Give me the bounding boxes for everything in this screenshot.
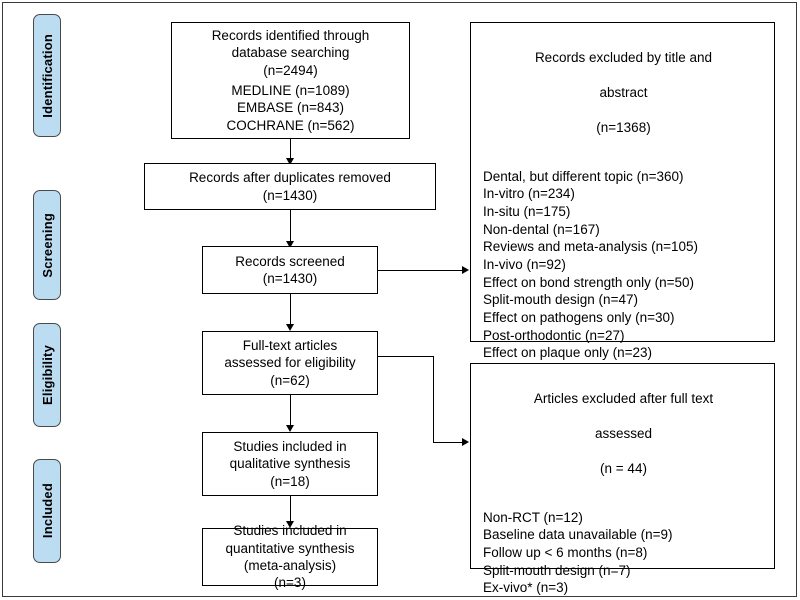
box-excluded-full-text: Articles excluded after full text assess… xyxy=(470,363,775,600)
box-excluded-title-abstract: Records excluded by title and abstract (… xyxy=(470,22,775,431)
excluded-title-abstract-header: Records excluded by title and abstract (… xyxy=(483,31,764,155)
excluded-reason: Non-dental (n=167) xyxy=(483,221,600,237)
node-duplicates-removed: Records after duplicates removed (n=1430… xyxy=(144,163,436,210)
records-screened-title: Records screened xyxy=(235,253,345,269)
arrowhead-fulltext-to-excluded xyxy=(462,438,469,446)
quantitative-count: (n=3) xyxy=(274,575,306,591)
connector-qualitative-to-quantitative xyxy=(290,496,291,524)
node-records-identified: Records identified through database sear… xyxy=(171,22,410,139)
arrowhead-identified-to-duplicates xyxy=(286,158,294,165)
arrowhead-duplicates-to-screened xyxy=(286,241,294,248)
excluded-full-text-header-line1: Articles excluded after full text xyxy=(533,390,714,406)
excluded-reason: Follow up < 6 months (n=8) xyxy=(483,545,648,561)
records-screened-count: (n=1430) xyxy=(262,271,318,286)
records-identified-source-cochrane: COCHRANE (n=562) xyxy=(226,117,355,133)
stage-tab-identification-label: Identification xyxy=(39,33,55,118)
excluded-full-text-reason-list: Non-RCT (n=12) Baseline data unavailable… xyxy=(483,509,764,600)
excluded-reason: In-vivo (n=92) xyxy=(483,257,566,273)
excluded-reason: Post-orthodontic (n=27) xyxy=(483,327,625,343)
excluded-title-abstract-header-line1: Records excluded by title and xyxy=(534,49,713,65)
excluded-reason: Ex-vivo* (n=3) xyxy=(483,580,569,596)
qualitative-count: (n=18) xyxy=(270,473,310,489)
node-records-screened: Records screened (n=1430) xyxy=(202,246,378,294)
excluded-reason: Split-mouth design (n=7) xyxy=(483,562,631,578)
excluded-full-text-header-count: (n = 44) xyxy=(600,461,647,477)
node-quantitative-synthesis: Studies included in quantitative synthes… xyxy=(202,523,378,590)
quantitative-title-line1: Studies included in xyxy=(233,523,347,539)
excluded-reason: Effect on plaque only (n=23) xyxy=(483,345,652,361)
connector-fulltext-to-excluded-seg2 xyxy=(433,356,434,443)
excluded-reason: Non-RCT (n=12) xyxy=(483,509,583,525)
connector-fulltext-to-excluded-seg1 xyxy=(378,356,434,357)
records-identified-count: (n=2494) xyxy=(263,62,318,78)
records-identified-title-line1: Records identified through xyxy=(211,28,370,43)
connector-fulltext-to-qualitative xyxy=(290,395,291,428)
records-identified-source-medline: MEDLINE (n=1089) xyxy=(231,83,350,99)
excluded-full-text-header-line2: assessed xyxy=(594,426,653,442)
arrowhead-qualitative-to-quantitative xyxy=(286,521,294,528)
connector-screened-to-fulltext xyxy=(290,294,291,327)
excluded-reason: Effect on pathogens only (n=30) xyxy=(483,310,675,326)
duplicates-removed-title: Records after duplicates removed xyxy=(189,170,391,186)
excluded-reason: Effect on bond strength only (n=50) xyxy=(483,274,695,290)
excluded-full-text-header: Articles excluded after full text assess… xyxy=(483,372,764,496)
excluded-reason: Different topic (n=2) xyxy=(483,597,764,600)
stage-tab-eligibility: Eligibility xyxy=(33,323,61,427)
fulltext-assessed-count: (n=62) xyxy=(270,372,310,388)
fulltext-assessed-title-line2: assessed for eligibility xyxy=(224,355,356,371)
quantitative-title-line2: quantitative synthesis xyxy=(225,540,355,556)
quantitative-title-line3: (meta-analysis) xyxy=(243,558,337,573)
duplicates-removed-count: (n=1430) xyxy=(262,187,318,203)
stage-tab-screening-label: Screening xyxy=(39,212,55,278)
records-identified-source-embase: EMBASE (n=843) xyxy=(237,100,344,116)
qualitative-title-line2: qualitative synthesis xyxy=(229,456,351,472)
connector-identified-to-duplicates xyxy=(290,139,291,161)
excluded-reason: Split-mouth design (n=47) xyxy=(483,292,638,308)
stage-tab-included-label: Included xyxy=(39,483,55,539)
fulltext-assessed-title-line1: Full-text articles xyxy=(242,338,338,354)
stage-tab-identification: Identification xyxy=(33,14,61,137)
arrowhead-screened-to-fulltext xyxy=(286,324,294,331)
records-identified-title-line2: database searching xyxy=(231,45,350,61)
excluded-reason: Dental, but different topic (n=360) xyxy=(483,168,684,184)
excluded-reason: Reviews and meta-analysis (n=105) xyxy=(483,239,698,255)
qualitative-title-line1: Studies included in xyxy=(233,439,347,455)
stage-tab-eligibility-label: Eligibility xyxy=(39,345,55,405)
node-fulltext-assessed: Full-text articles assessed for eligibil… xyxy=(202,331,378,395)
stage-tab-included: Included xyxy=(33,459,61,563)
connector-fulltext-to-excluded-seg3 xyxy=(433,442,464,443)
excluded-title-abstract-header-line2: abstract xyxy=(599,85,648,101)
arrowhead-screened-to-excluded xyxy=(462,266,469,274)
stage-tab-screening: Screening xyxy=(33,190,61,300)
excluded-reason: In-situ (n=175) xyxy=(483,204,571,220)
excluded-reason: In-vitro (n=234) xyxy=(483,186,575,202)
connector-screened-to-excluded xyxy=(378,270,464,271)
excluded-title-abstract-header-count: (n=1368) xyxy=(596,120,651,136)
node-qualitative-synthesis: Studies included in qualitative synthesi… xyxy=(202,432,378,496)
arrowhead-fulltext-to-qualitative xyxy=(286,425,294,432)
connector-duplicates-to-screened xyxy=(290,210,291,244)
excluded-reason: Baseline data unavailable (n=9) xyxy=(483,527,673,543)
